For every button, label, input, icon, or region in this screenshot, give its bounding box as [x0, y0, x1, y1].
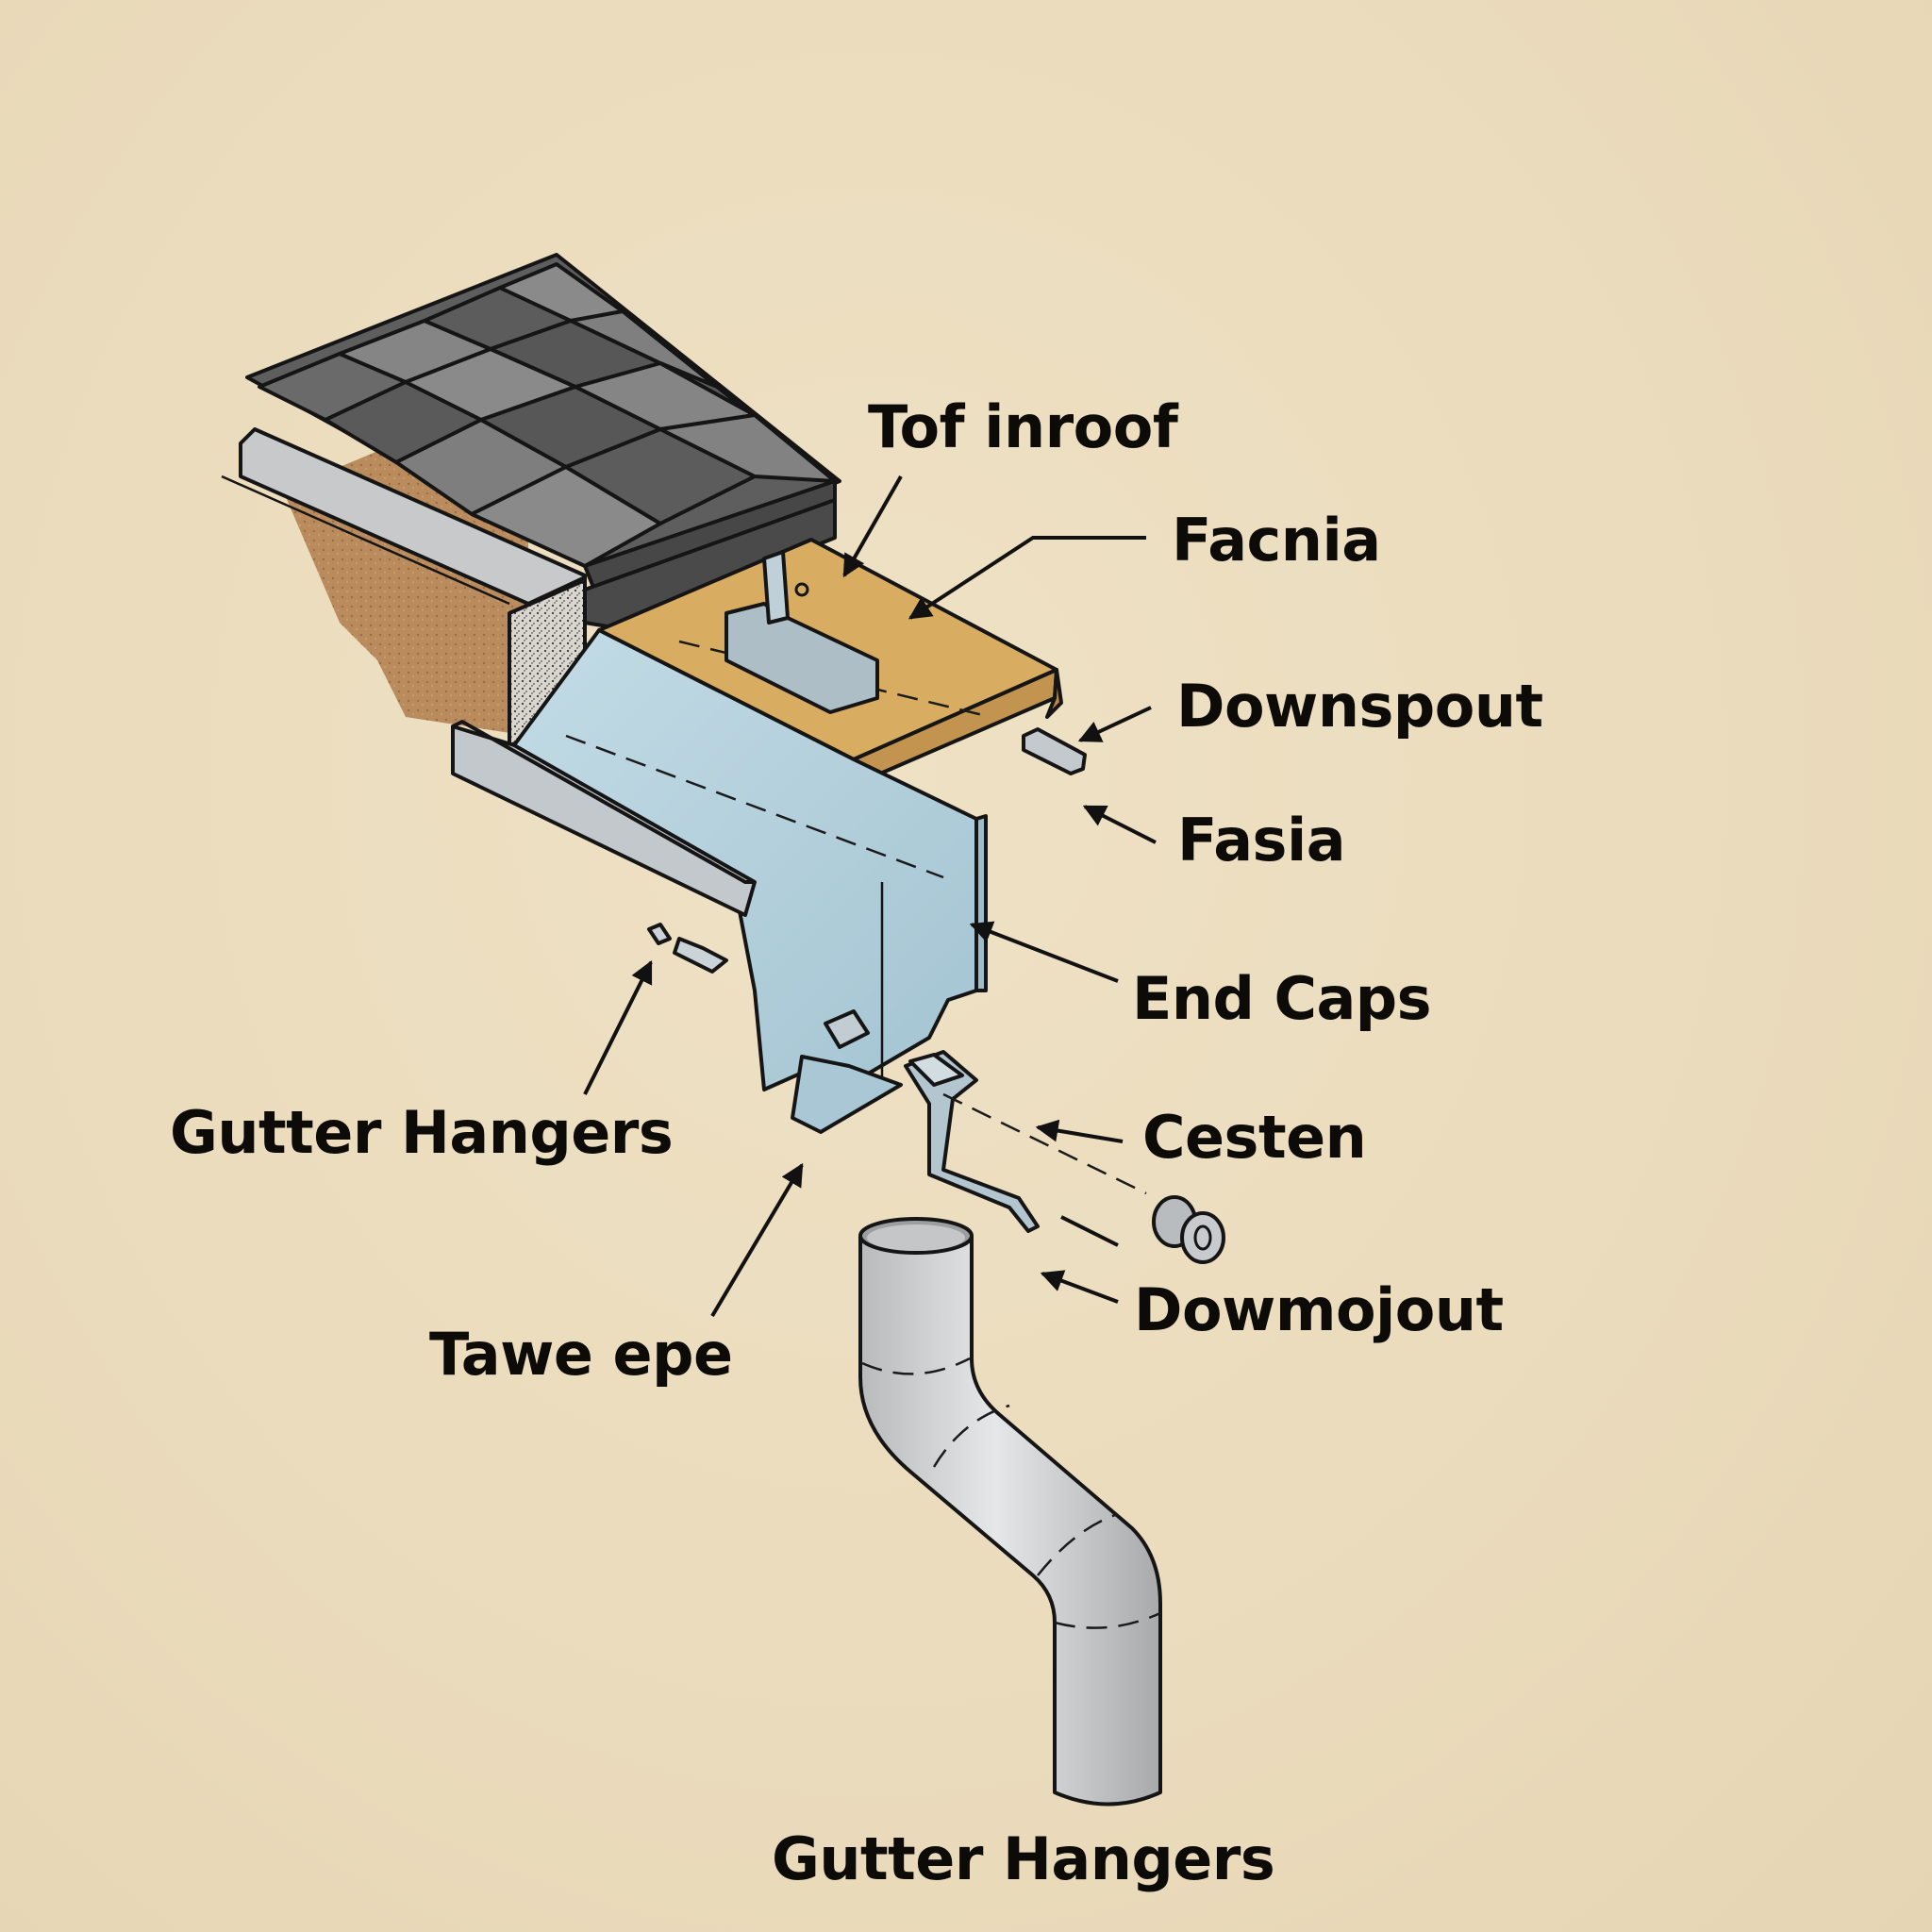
label-cesten: Cesten [1142, 1103, 1367, 1172]
leader-lines [583, 475, 1157, 1318]
label-gutter-hangers-left: Gutter Hangers [170, 1098, 674, 1167]
label-downspout: Downspout [1176, 672, 1543, 741]
shingle-roof [245, 253, 841, 591]
label-tof-inroof: Tof inroof [868, 392, 1178, 461]
label-fasia: Fasia [1177, 806, 1346, 874]
downspout-pipe [858, 1217, 1162, 1807]
label-dowmojout: Dowmojout [1134, 1275, 1504, 1344]
downspout-strap [904, 1050, 1040, 1233]
downspout-clip [1022, 727, 1087, 775]
label-tawe-epe: Tawe epe [429, 1320, 733, 1389]
hanger-bracket [724, 550, 879, 714]
label-facnia: Facnia [1172, 506, 1381, 575]
label-end-caps: End Caps [1132, 964, 1432, 1033]
pin-bolt [824, 1009, 870, 1049]
washer-fitting [1152, 1195, 1225, 1264]
label-gutter-hangers-bottom: Gutter Hangers [772, 1824, 1275, 1893]
gutter-trough [451, 628, 988, 1134]
gutter-screw [647, 923, 728, 974]
